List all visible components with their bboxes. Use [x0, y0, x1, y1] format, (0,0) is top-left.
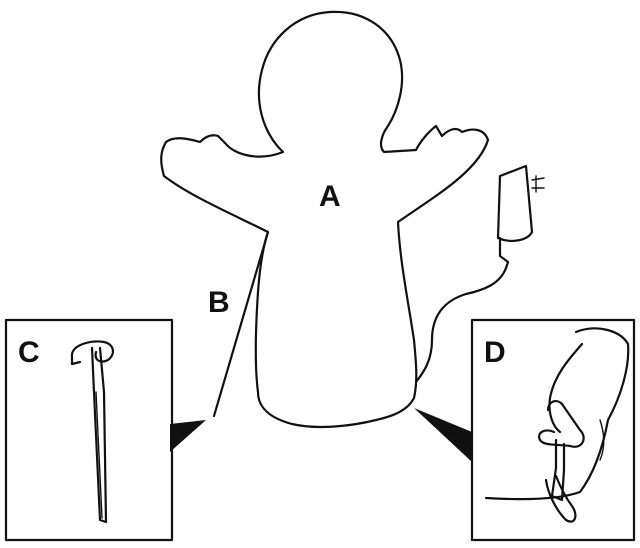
detail-box-d: [470, 318, 636, 542]
label-b: B: [208, 286, 230, 319]
hand-staking-icon: [484, 327, 630, 523]
detail-box-c: [4, 318, 174, 542]
inflatable-figure-icon: [160, 10, 490, 429]
callout-wedge-c: [170, 420, 206, 452]
label-a: A: [319, 180, 341, 213]
label-d: D: [484, 336, 506, 369]
callout-wedge-d: [414, 408, 472, 462]
pointer-line-b: [212, 230, 270, 418]
label-c: C: [18, 336, 40, 369]
power-adapter-icon: [414, 164, 545, 384]
ground-stake-icon: [70, 340, 114, 524]
